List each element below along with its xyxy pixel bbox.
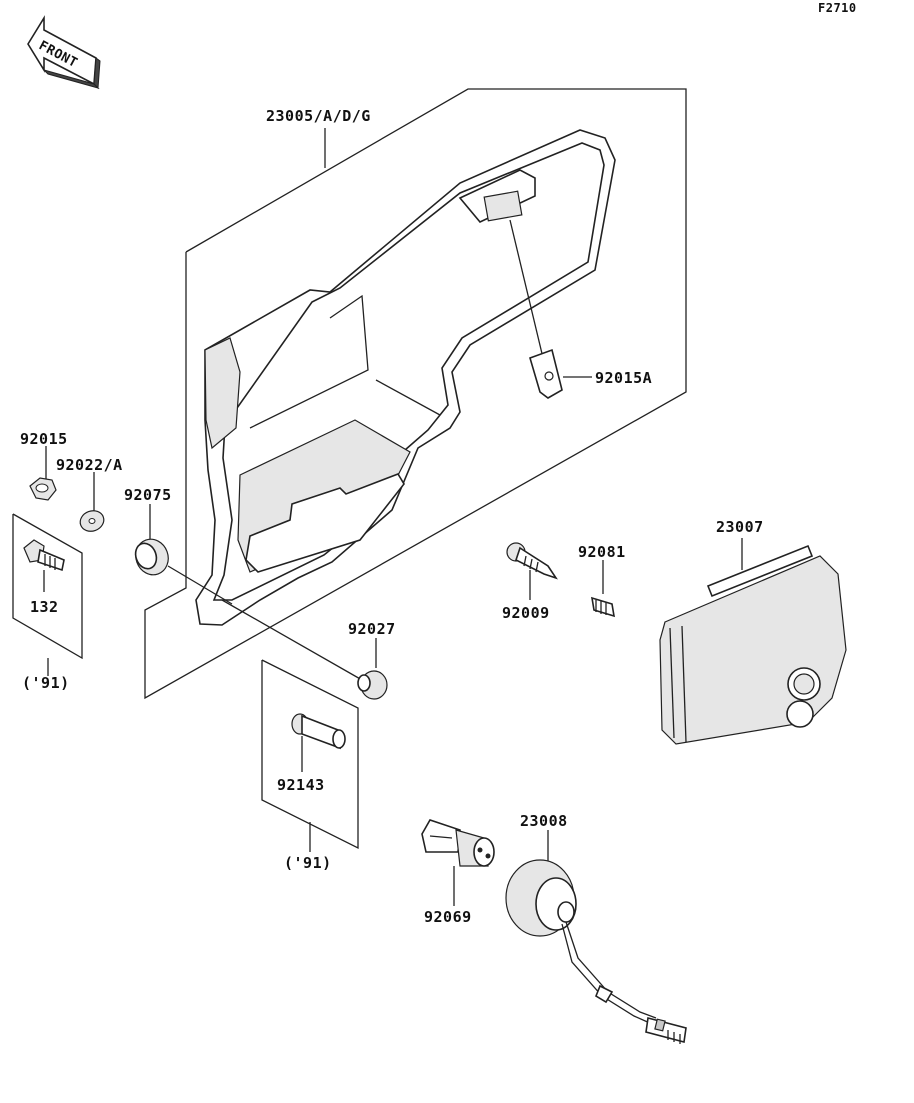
grommet-92075 [134,504,363,681]
label-spring: 92081 [578,543,626,561]
clip-nut-92015A [509,219,592,399]
tail-light-lens [659,538,847,745]
screw-92009 [506,542,558,600]
label-collar-year: ('91) [284,854,332,872]
housing-reference-box [144,88,687,700]
grommet-92027 [357,638,388,700]
label-nut-92015: 92015 [20,430,68,448]
spring-92081 [590,560,616,618]
label-bolt: 132 [30,598,59,616]
label-grommet: 92075 [124,486,172,504]
washer-92022A [79,472,105,532]
label-bulb: 92069 [424,908,472,926]
socket-23008 [505,830,687,1044]
bulb-92069 [421,819,495,906]
label-housing: 23005/A/D/G [266,107,371,125]
label-grommet-92027: 92027 [348,620,396,638]
label-collar: 92143 [277,776,325,794]
label-screw: 92009 [502,604,550,622]
label-washer: 92022/A [56,456,123,474]
label-clip-nut: 92015A [595,369,652,387]
bolt-132 [12,513,83,660]
label-lens: 23007 [716,518,764,536]
label-socket: 23008 [520,812,568,830]
figure-code: F2710 [818,1,857,15]
front-arrow-icon: FRONT [27,15,101,90]
collar-92143 [261,659,359,850]
nut-92015 [29,446,57,501]
label-bolt-year: ('91) [22,674,70,692]
tail-light-housing [195,129,616,626]
